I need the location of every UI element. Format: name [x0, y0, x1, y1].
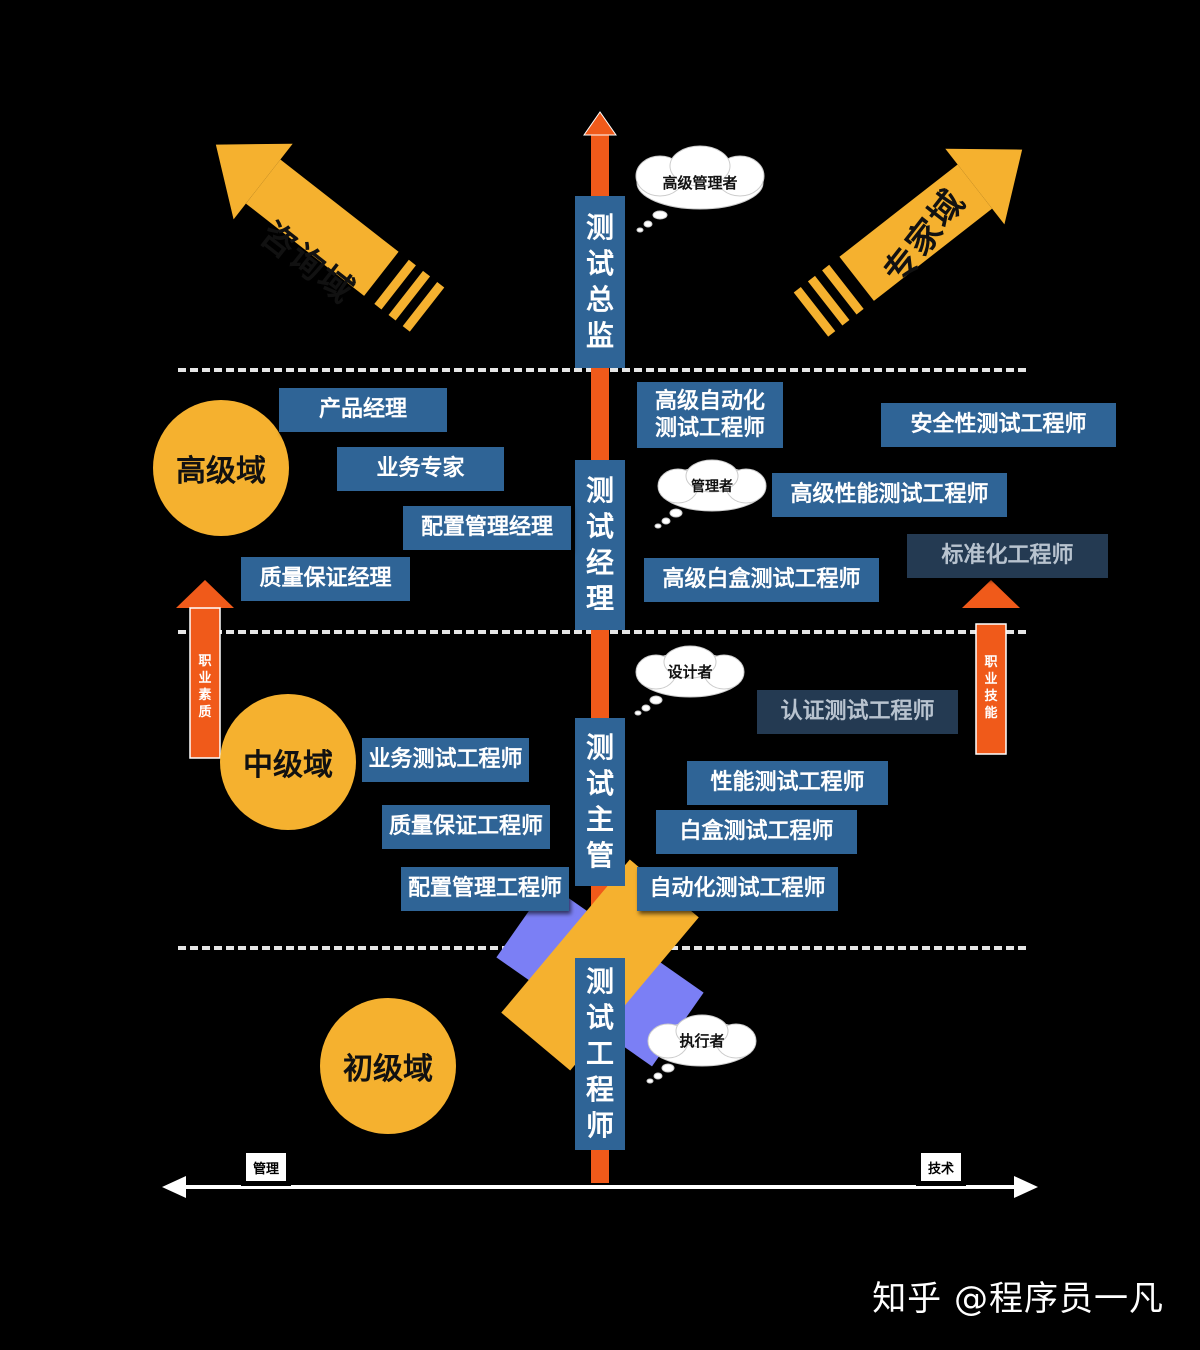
domain-senior: 高级域 — [153, 400, 289, 536]
right-side-arrow-shape — [962, 580, 1020, 755]
left-side-arrow-label: 职业素质 — [198, 654, 212, 720]
role-performance-engineer: 性能测试工程师 — [687, 761, 888, 805]
axis-box-director: 测试总监 — [575, 196, 625, 368]
role-cert-test-engineer: 认证测试工程师 — [757, 690, 958, 734]
horizontal-axis-right-arrowhead — [1014, 1176, 1038, 1198]
central-axis-arrowhead — [583, 111, 617, 136]
axis-label-management: 管理 — [241, 1148, 291, 1186]
expert-arrow-shape — [793, 148, 1023, 337]
cloud-label-manager: 管理者 — [691, 478, 733, 495]
role-automation-engineer: 自动化测试工程师 — [637, 867, 838, 911]
role-security-test-engineer: 安全性测试工程师 — [881, 403, 1116, 447]
role-senior-whitebox-engineer: 高级白盒测试工程师 — [644, 558, 879, 602]
role-business-expert: 业务专家 — [337, 447, 504, 491]
role-business-test-engineer: 业务测试工程师 — [362, 738, 529, 782]
cloud-label-senior-manager: 高级管理者 — [662, 174, 738, 193]
role-product-manager: 产品经理 — [279, 388, 447, 432]
cloud-designer — [634, 645, 745, 716]
role-config-manager: 配置管理经理 — [403, 506, 571, 550]
right-side-arrow-label: 职业技能 — [984, 655, 998, 721]
cloud-manager — [654, 459, 767, 529]
cloud-executor — [646, 1014, 757, 1084]
axis-box-manager: 测试经理 — [575, 460, 625, 630]
axis-box-supervisor: 测试主管 — [575, 718, 625, 886]
cloud-label-designer: 设计者 — [667, 663, 713, 682]
domain-junior: 初级域 — [320, 998, 456, 1134]
consult-arrow-shape — [215, 143, 445, 332]
watermark: 知乎 @程序员一凡 — [872, 1279, 1164, 1319]
role-standardization-engineer: 标准化工程师 — [907, 534, 1108, 578]
axis-label-technology: 技术 — [916, 1148, 966, 1186]
role-senior-performance-engineer: 高级性能测试工程师 — [772, 473, 1007, 517]
role-whitebox-engineer: 白盒测试工程师 — [656, 810, 857, 854]
cloud-label-executor: 执行者 — [679, 1032, 725, 1051]
left-side-arrow-shape — [176, 580, 234, 759]
role-senior-automation-engineer: 高级自动化测试工程师 — [637, 382, 783, 448]
horizontal-axis-left-arrowhead — [162, 1176, 186, 1198]
axis-box-engineer: 测试工程师 — [575, 958, 625, 1150]
role-qa-manager: 质量保证经理 — [241, 557, 410, 601]
cloud-senior-manager — [635, 145, 765, 233]
domain-middle: 中级域 — [220, 694, 356, 830]
role-config-engineer: 配置管理工程师 — [401, 867, 569, 911]
role-qa-engineer: 质量保证工程师 — [382, 805, 550, 849]
